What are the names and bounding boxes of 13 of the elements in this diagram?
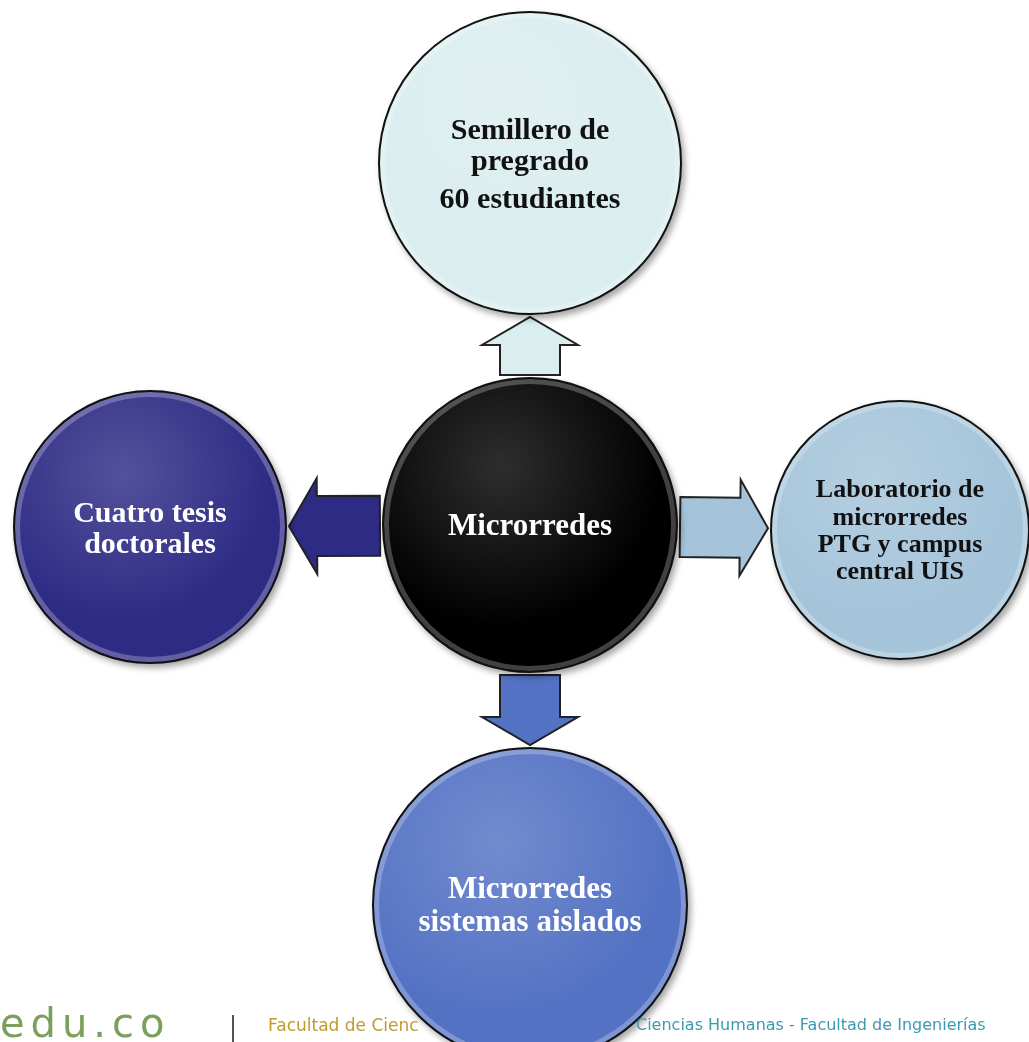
block-arrow [478,315,582,376]
footer-text: edu.co [0,1000,171,1042]
node-text: Cuatro tesis doctorales [72,495,228,559]
node-text: Semillero de pregrado [449,112,611,176]
node-text: Microrredes sistemas aislados [417,872,643,938]
node-text: Laboratorio de microrredes PTG y campus central UIS [814,475,986,585]
node-text: Microrredes [447,508,613,542]
block-arrow [478,674,582,747]
footer-text: Ciencias Humanas - Facultad de Ingenierías [636,1015,986,1034]
block-arrow [678,476,770,580]
block-arrow [287,474,382,578]
footer-text: Facultad de Cienc [268,1015,419,1035]
node-text: 60 estudiantes [439,181,621,214]
